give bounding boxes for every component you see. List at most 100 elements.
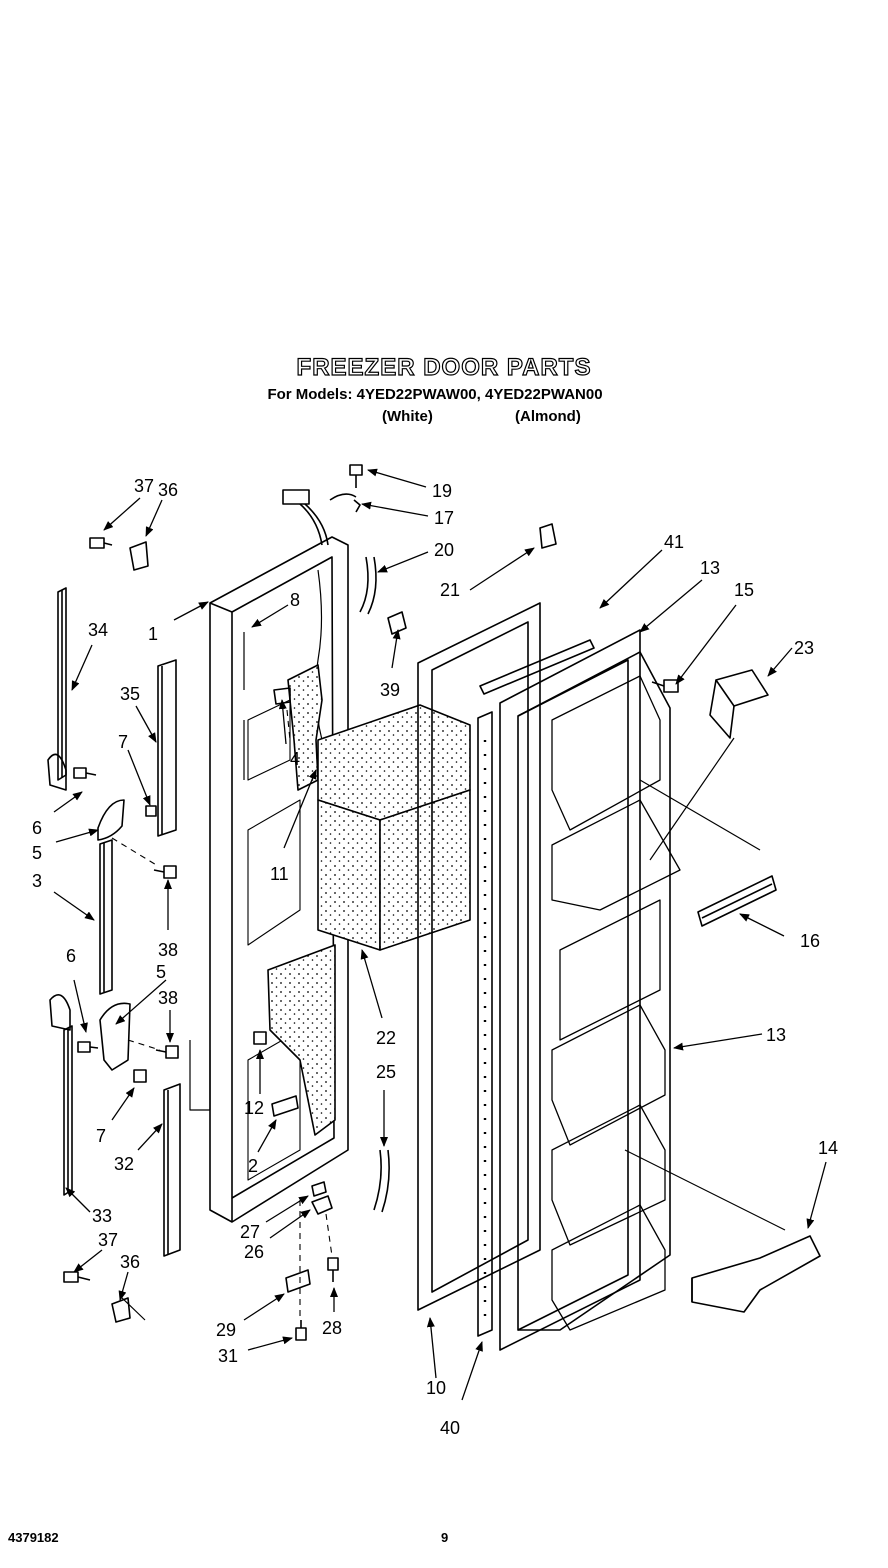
callout-20: 20: [434, 540, 454, 560]
clip-17-part: [353, 499, 361, 513]
document-number: 4379182: [8, 1530, 59, 1545]
callout-22: 22: [376, 1028, 396, 1048]
screw-6a-part: [73, 767, 97, 779]
screw-38a-part: [153, 865, 177, 879]
screw-19-part: [349, 464, 363, 488]
hinge-cover-32-part: [163, 1083, 181, 1257]
assembly-lines: [111, 709, 333, 1320]
callout-28: 28: [322, 1318, 342, 1338]
bracket-6b-part: [49, 994, 71, 1031]
screw-37b-part: [63, 1271, 91, 1283]
wire-harness-part: [282, 489, 357, 546]
tube-25-part: [373, 1149, 390, 1213]
callout-12: 12: [244, 1098, 264, 1118]
screw-28-part: [327, 1257, 339, 1282]
bracket-2-part: [271, 1095, 299, 1117]
screw-31-part: [295, 1320, 307, 1341]
inner-liner-13-part: [499, 629, 671, 1351]
rail-16-part: [697, 875, 777, 927]
callout-37-lower: 37: [98, 1230, 118, 1250]
callout-5: 5: [32, 843, 42, 863]
bracket-6a-part: [47, 753, 67, 791]
callout-14: 14: [818, 1138, 838, 1158]
callout-4: 4: [290, 749, 300, 769]
retainer-40-part: [477, 711, 493, 1337]
callout-36-lower: 36: [120, 1252, 140, 1272]
callout-27: 27: [240, 1222, 260, 1242]
screw-37a-part: [89, 537, 113, 549]
callout-34: 34: [88, 620, 108, 640]
door-gasket-10-part: [417, 602, 541, 1311]
trim-33-part: [63, 1025, 73, 1196]
callout-5-lower: 5: [156, 962, 166, 982]
callout-6: 6: [32, 818, 42, 838]
callout-11: 11: [270, 864, 289, 884]
hinge-29-part: [285, 1269, 311, 1293]
callout-31: 31: [218, 1346, 238, 1366]
callout-labels: 37 36 19 17 20 21 41 13 15 23 34 1 8 39 …: [32, 476, 838, 1438]
callout-17: 17: [434, 508, 454, 528]
models-subtitle: For Models: 4YED22PWAW00, 4YED22PWAN00: [267, 386, 603, 403]
washer-7a-part: [145, 805, 157, 817]
strip-41-part: [479, 639, 595, 695]
variant-almond-label: (Almond): [515, 408, 581, 425]
callout-arrows: [53, 468, 827, 1401]
callout-3: 3: [32, 871, 42, 891]
cap-36b-part: [111, 1297, 131, 1323]
callout-37: 37: [134, 476, 154, 496]
chute-23-part: [709, 669, 769, 739]
bin-14-part: [691, 1235, 821, 1313]
diagram-title: FREEZER DOOR PARTS: [296, 353, 592, 381]
callout-7: 7: [118, 732, 128, 752]
callout-29: 29: [216, 1320, 236, 1340]
callout-6-lower: 6: [66, 946, 76, 966]
hinge-5a-part: [97, 799, 125, 841]
screw-38b-part: [155, 1045, 179, 1059]
callout-1: 1: [148, 624, 158, 644]
page-number: 9: [441, 1530, 449, 1545]
callout-39: 39: [380, 680, 400, 700]
callout-41: 41: [664, 532, 684, 552]
callout-7-lower: 7: [96, 1126, 106, 1146]
callout-32: 32: [114, 1154, 134, 1174]
callout-15: 15: [734, 580, 754, 600]
callout-2: 2: [248, 1156, 258, 1176]
cap-21-part: [539, 523, 557, 549]
callout-33: 33: [92, 1206, 112, 1226]
tube-20-part: [359, 556, 377, 615]
hinge-cover-35-part: [157, 659, 177, 837]
washer-7b-part: [133, 1069, 147, 1083]
callout-13: 13: [700, 558, 720, 578]
foam-upper-part: [287, 664, 323, 791]
callout-23: 23: [794, 638, 814, 658]
leader-lines: [119, 737, 786, 1321]
callout-38: 38: [158, 940, 178, 960]
callout-8: 8: [290, 590, 300, 610]
callout-13-lower: 13: [766, 1025, 786, 1045]
bushing-26-part: [311, 1195, 333, 1215]
screw-6b-part: [77, 1041, 99, 1053]
liner-shelves: [551, 675, 681, 1331]
screw-15-part: [651, 679, 679, 693]
callout-35: 35: [120, 684, 140, 704]
callout-38-lower: 38: [158, 988, 178, 1008]
washer-27-part: [311, 1181, 327, 1197]
foam-lower-part: [267, 944, 336, 1136]
callout-40: 40: [440, 1418, 460, 1438]
insulation-block-22-part: [317, 704, 471, 951]
callout-21: 21: [440, 580, 460, 600]
clip-12-part: [253, 1031, 267, 1045]
cap-36a-part: [129, 541, 149, 571]
door-panel-part: [209, 536, 349, 1223]
callout-16: 16: [800, 931, 820, 951]
clip-39-part: [387, 611, 407, 635]
trim-3-part: [99, 839, 113, 995]
callout-26: 26: [244, 1242, 264, 1262]
variant-white-label: (White): [382, 408, 433, 425]
callout-25: 25: [376, 1062, 396, 1082]
trim-34-part: [57, 587, 67, 781]
callout-19: 19: [432, 481, 452, 501]
plug-4-part: [273, 687, 291, 705]
callout-10: 10: [426, 1378, 446, 1398]
